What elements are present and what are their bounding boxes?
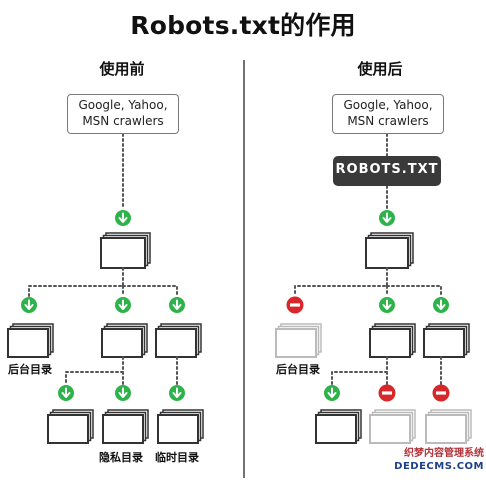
before-crawlers-box: Google, Yahoo, MSN crawlers [67, 94, 179, 134]
after-private-folder [369, 414, 411, 444]
before-allow-temp-icon-arrow [172, 387, 182, 398]
after-deep-folder [315, 414, 357, 444]
after-allow-root-icon-arrow [382, 212, 392, 223]
before-label-private-dir: 隐私目录 [99, 451, 143, 464]
after-mid-folder [369, 328, 411, 358]
before-allow-admin-icon-arrow [24, 299, 34, 310]
after-connector-mid-left [331, 356, 388, 385]
before-root-box [100, 237, 146, 269]
before-allow-private-icon-arrow [118, 387, 128, 398]
before-allow-mid-icon-arrow [118, 299, 128, 310]
after-heading: 使用后 [357, 60, 403, 78]
watermark-line2: DEDECMS.COM [394, 461, 484, 472]
page-title: Robots.txt的作用 [130, 11, 356, 40]
before-mid-folder [101, 328, 143, 358]
watermark-line1: 织梦内容管理系统 [404, 448, 484, 459]
before-private-folder [102, 414, 144, 444]
before-admin-folder [7, 328, 49, 358]
after-connector-root-right [386, 285, 442, 297]
before-allow-deep-icon-arrow [61, 387, 71, 398]
after-block-private-icon-bar [382, 391, 392, 395]
after-block-admin-icon-bar [290, 303, 300, 307]
after-block-temp-icon-bar [436, 391, 446, 395]
before-heading: 使用前 [99, 60, 145, 78]
after-root-box [365, 237, 409, 269]
after-label-admin-dir: 后台目录 [276, 363, 320, 376]
after-allow-mid-icon-arrow [382, 299, 392, 310]
after-allow-deep-icon-arrow [327, 387, 337, 398]
before-connector-root-admin [28, 267, 124, 297]
before-connector-root-right [122, 285, 178, 297]
after-temp-folder [425, 414, 467, 444]
before-label-temp-dir: 临时目录 [155, 451, 199, 464]
watermark: 织梦内容管理系统 DEDECMS.COM [366, 447, 484, 473]
after-allow-right-icon-arrow [436, 299, 446, 310]
after-connector-root-admin [294, 267, 388, 297]
after-crawlers-box: Google, Yahoo, MSN crawlers [332, 94, 444, 134]
before-allow-root-icon-arrow [118, 212, 128, 223]
before-right-folder [155, 328, 197, 358]
before-deep-folder [47, 414, 89, 444]
after-right-folder [423, 328, 465, 358]
before-temp-folder [157, 414, 199, 444]
before-label-admin-dir: 后台目录 [8, 363, 52, 376]
before-allow-right-icon-arrow [172, 299, 182, 310]
before-connector-mid-left [65, 356, 124, 385]
robots-txt-box: ROBOTS.TXT [333, 156, 441, 186]
after-admin-folder [275, 328, 317, 358]
